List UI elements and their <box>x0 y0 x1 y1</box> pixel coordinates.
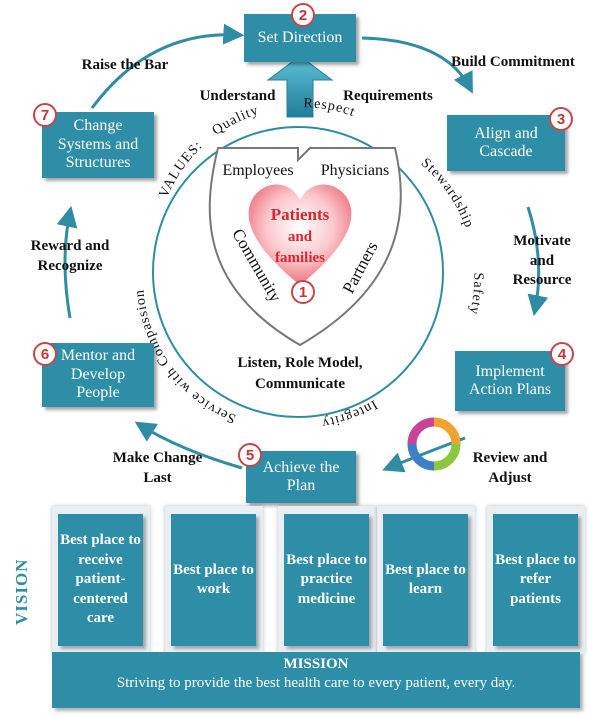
arrow-reward <box>56 205 78 319</box>
step-align-cascade[interactable]: Align and Cascade <box>447 115 565 171</box>
arrow-build-commitment <box>361 36 473 94</box>
label-build-commitment: Build Commitment <box>451 54 575 70</box>
step-mentor[interactable]: Mentor and Develop People <box>42 343 154 407</box>
label-raise-bar: Raise the Bar <box>81 57 169 73</box>
mission-text: Striving to provide the best health care… <box>116 675 516 691</box>
center-physicians: Physicians <box>321 162 389 179</box>
arrow-raise-bar <box>90 23 245 109</box>
vision-item: Best place to receive patient-centered c… <box>58 514 143 646</box>
center-listen: Listen, Role Model, <box>238 355 363 371</box>
heart-icon <box>248 184 352 285</box>
values-ring <box>152 126 444 418</box>
center-and: and <box>288 229 313 245</box>
step-3-badge: 3 <box>549 107 573 131</box>
step-1-badge: 1 <box>291 280 315 304</box>
vision-item: Best place to learn <box>383 514 468 646</box>
label-reward: Reward and Recognize <box>30 238 110 274</box>
mission-box: MISSION Striving to provide the best hea… <box>52 652 580 708</box>
step-mentor-label: Mentor and Develop People <box>60 347 136 402</box>
label-requirements: Requirements <box>343 88 433 104</box>
step-6-badge: 6 <box>33 342 57 366</box>
vision-item: Best place to refer patients <box>493 514 578 646</box>
label-understand: Understand <box>199 88 276 104</box>
step-implement[interactable]: Implement Action Plans <box>455 351 565 411</box>
label-review: Review and Adjust <box>472 450 548 486</box>
step-4-badge: 4 <box>550 342 574 366</box>
step-achieve-label: Achieve the Plan <box>262 458 340 494</box>
up-arrow <box>266 55 334 118</box>
step-7-badge: 7 <box>33 103 57 127</box>
label-make-change: Make Change Last <box>112 450 203 486</box>
vision-item: Best place to work <box>171 514 256 646</box>
step-achieve[interactable]: Achieve the Plan <box>246 451 356 503</box>
step-implement-label: Implement Action Plans <box>468 362 552 398</box>
arrow-make-change <box>134 421 243 470</box>
step-5-badge: 5 <box>238 443 262 467</box>
center-employees: Employees <box>222 162 293 179</box>
step-change-systems-label: Change Systems and Structures <box>57 117 139 172</box>
cycle-diagram: VALUES: Quality Respect Stewardship Safe… <box>56 23 549 473</box>
review-cycle-icon <box>407 417 461 471</box>
step-align-cascade-label: Align and Cascade <box>474 124 538 160</box>
mission-title: MISSION <box>283 656 349 672</box>
step-change-systems[interactable]: Change Systems and Structures <box>42 112 154 178</box>
center-families: families <box>275 250 325 266</box>
vision-item: Best place to practice medicine <box>284 514 369 646</box>
values-prefix: VALUES: <box>157 138 206 200</box>
vision-title: VISION <box>12 558 31 625</box>
label-motivate: Motivate and Resource <box>512 233 572 288</box>
arrow-motivate <box>526 206 549 317</box>
value-safety: Safety <box>466 272 486 316</box>
center-communicate: Communicate <box>255 376 345 392</box>
svg-text:Stewardship Safety: Stewardship Safety <box>418 156 485 317</box>
center-patients: Patients <box>271 205 330 224</box>
step-2-badge: 2 <box>291 3 315 27</box>
step-set-direction-label: Set Direction <box>257 28 343 46</box>
